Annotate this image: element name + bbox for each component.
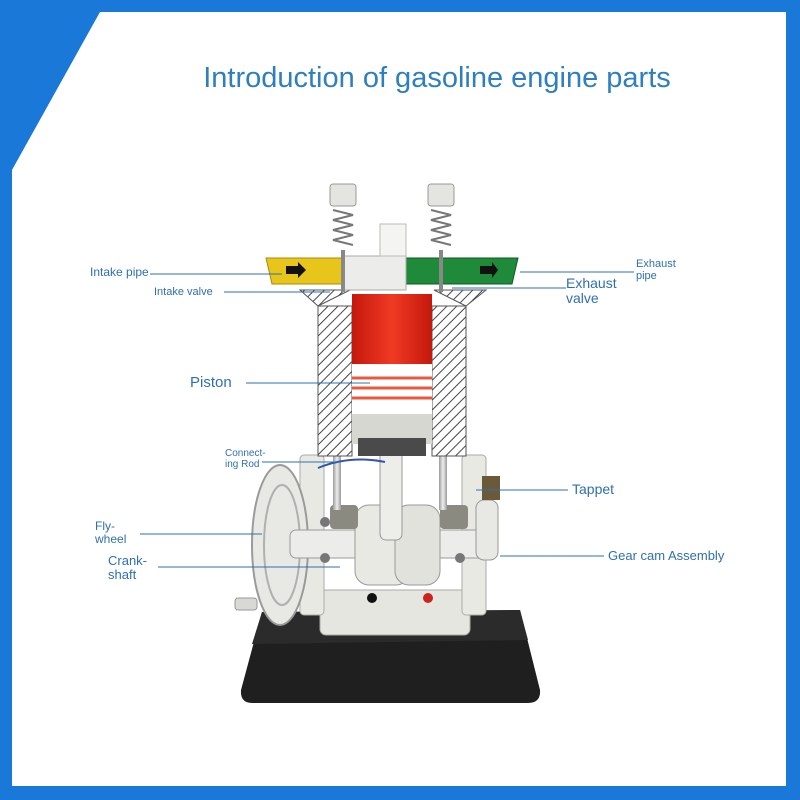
label-tappet: Tappet <box>572 481 615 497</box>
label-exhaust-valve: Exhaust valve <box>566 275 617 306</box>
cylinder-head <box>343 255 407 291</box>
leader-lines <box>140 271 634 568</box>
cylinder-block <box>298 289 488 457</box>
gear-cam-assembly <box>330 476 500 561</box>
label-exhaust-pipe: Exhaust pipe <box>636 258 676 282</box>
label-crankshaft: Crank- shaft <box>108 553 148 582</box>
exhaust-valve <box>427 183 455 292</box>
label-flywheel: Fly- wheel <box>95 519 127 546</box>
tappet-rods <box>333 455 447 510</box>
label-gear-cam-assembly: Gear cam Assembly <box>608 548 725 563</box>
flywheel <box>234 464 309 626</box>
spark-plug <box>379 223 407 257</box>
label-piston: Piston <box>190 374 232 391</box>
connecting-rod <box>317 439 403 541</box>
label-intake-pipe: Intake pipe <box>90 265 149 279</box>
crankshaft <box>289 504 491 586</box>
label-connecting-rod: Connect- ing Rod <box>225 448 266 470</box>
page-title: Introduction of gasoline engine parts <box>203 62 671 94</box>
piston <box>352 294 432 456</box>
intake-valve <box>329 183 357 292</box>
label-intake-valve: Intake valve <box>154 286 213 298</box>
exhaust-pipe <box>405 257 519 285</box>
intake-pipe <box>265 257 345 285</box>
